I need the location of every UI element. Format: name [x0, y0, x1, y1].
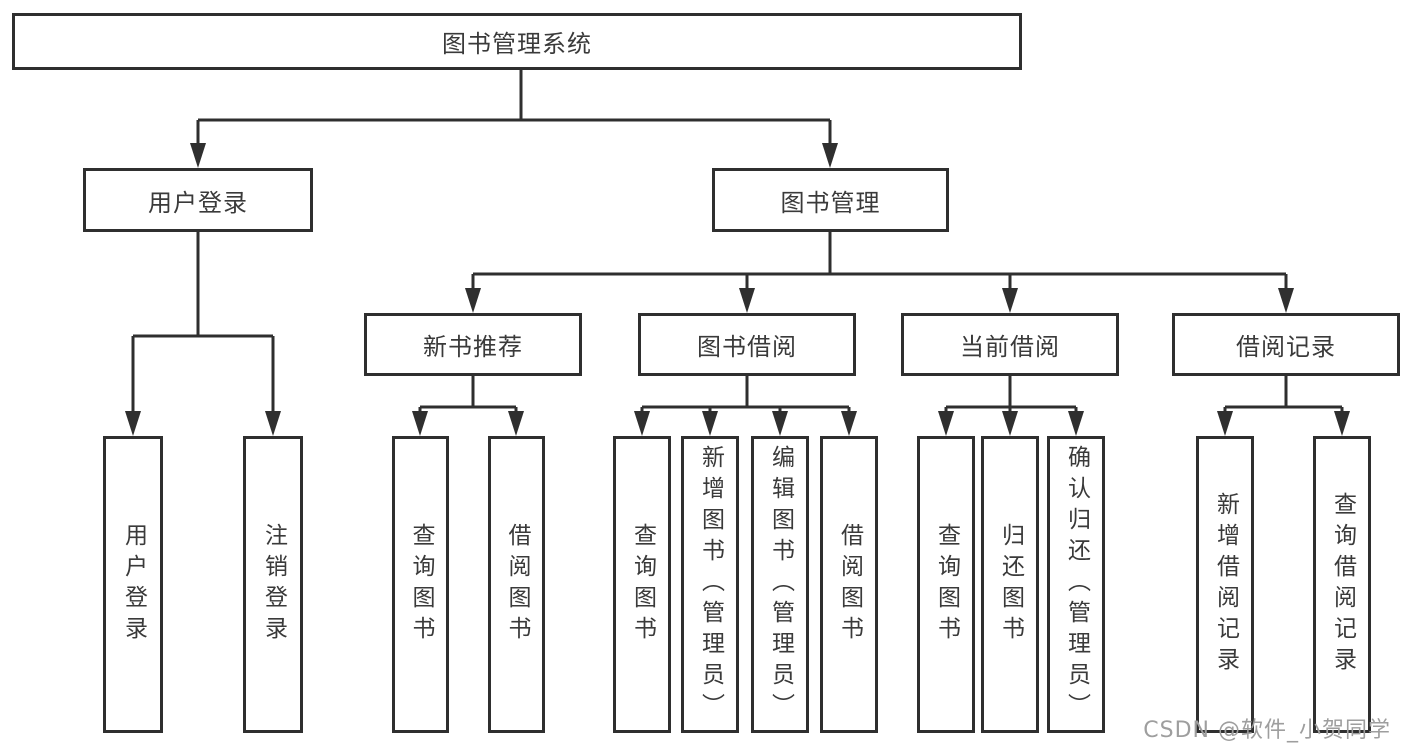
node-label: 图书管理 [780, 188, 881, 217]
leaf-confirm-return-admin: 确认归还（管理员） [1047, 436, 1105, 733]
node-user-login: 用户登录 [83, 168, 313, 232]
leaf-borrow-books-2: 借阅图书 [820, 436, 878, 733]
node-label: 当前借阅 [960, 333, 1060, 361]
node-label: 查询图书 [629, 522, 656, 647]
leaf-logout: 注销登录 [243, 436, 303, 733]
node-label: 图书管理系统 [442, 30, 592, 58]
leaf-borrow-books-1: 借阅图书 [488, 436, 545, 733]
leaf-return-books: 归还图书 [981, 436, 1039, 733]
node-book-borrowing: 图书借阅 [638, 313, 856, 376]
leaf-query-books-2: 查询图书 [613, 436, 671, 733]
node-label: 查询图书 [933, 522, 960, 647]
leaf-add-borrow-record: 新增借阅记录 [1196, 436, 1254, 733]
csdn-watermark: CSDN @软件_小贺同学 [1143, 718, 1391, 743]
node-label: 确认归还（管理员） [1063, 445, 1090, 724]
leaf-query-books-3: 查询图书 [917, 436, 975, 733]
node-new-book-recommendation: 新书推荐 [364, 313, 582, 376]
node-borrowing-records: 借阅记录 [1172, 313, 1400, 376]
node-label: 查询图书 [408, 522, 434, 647]
node-label: 借阅记录 [1236, 333, 1336, 361]
node-label: 借阅图书 [504, 522, 530, 647]
node-library-management-system: 图书管理系统 [12, 13, 1022, 70]
node-label: 编辑图书（管理员） [767, 445, 794, 724]
node-current-borrowing: 当前借阅 [901, 313, 1119, 376]
node-label: 新书推荐 [423, 333, 523, 361]
leaf-edit-books-admin: 编辑图书（管理员） [751, 436, 809, 733]
leaf-query-borrow-record: 查询借阅记录 [1313, 436, 1371, 733]
node-label: 新增借阅记录 [1212, 491, 1239, 678]
node-label: 用户登录 [148, 188, 248, 217]
node-label: 新增图书（管理员） [697, 445, 724, 724]
leaf-add-books-admin: 新增图书（管理员） [681, 436, 739, 733]
node-label: 图书借阅 [697, 333, 797, 361]
node-label: 查询借阅记录 [1329, 491, 1356, 678]
node-label: 用户登录 [120, 522, 147, 647]
node-label: 借阅图书 [836, 522, 863, 647]
node-label: 注销登录 [260, 522, 287, 647]
leaf-query-books-1: 查询图书 [392, 436, 449, 733]
leaf-user-login: 用户登录 [103, 436, 163, 733]
node-book-management: 图书管理 [712, 168, 949, 232]
node-label: 归还图书 [997, 522, 1024, 647]
